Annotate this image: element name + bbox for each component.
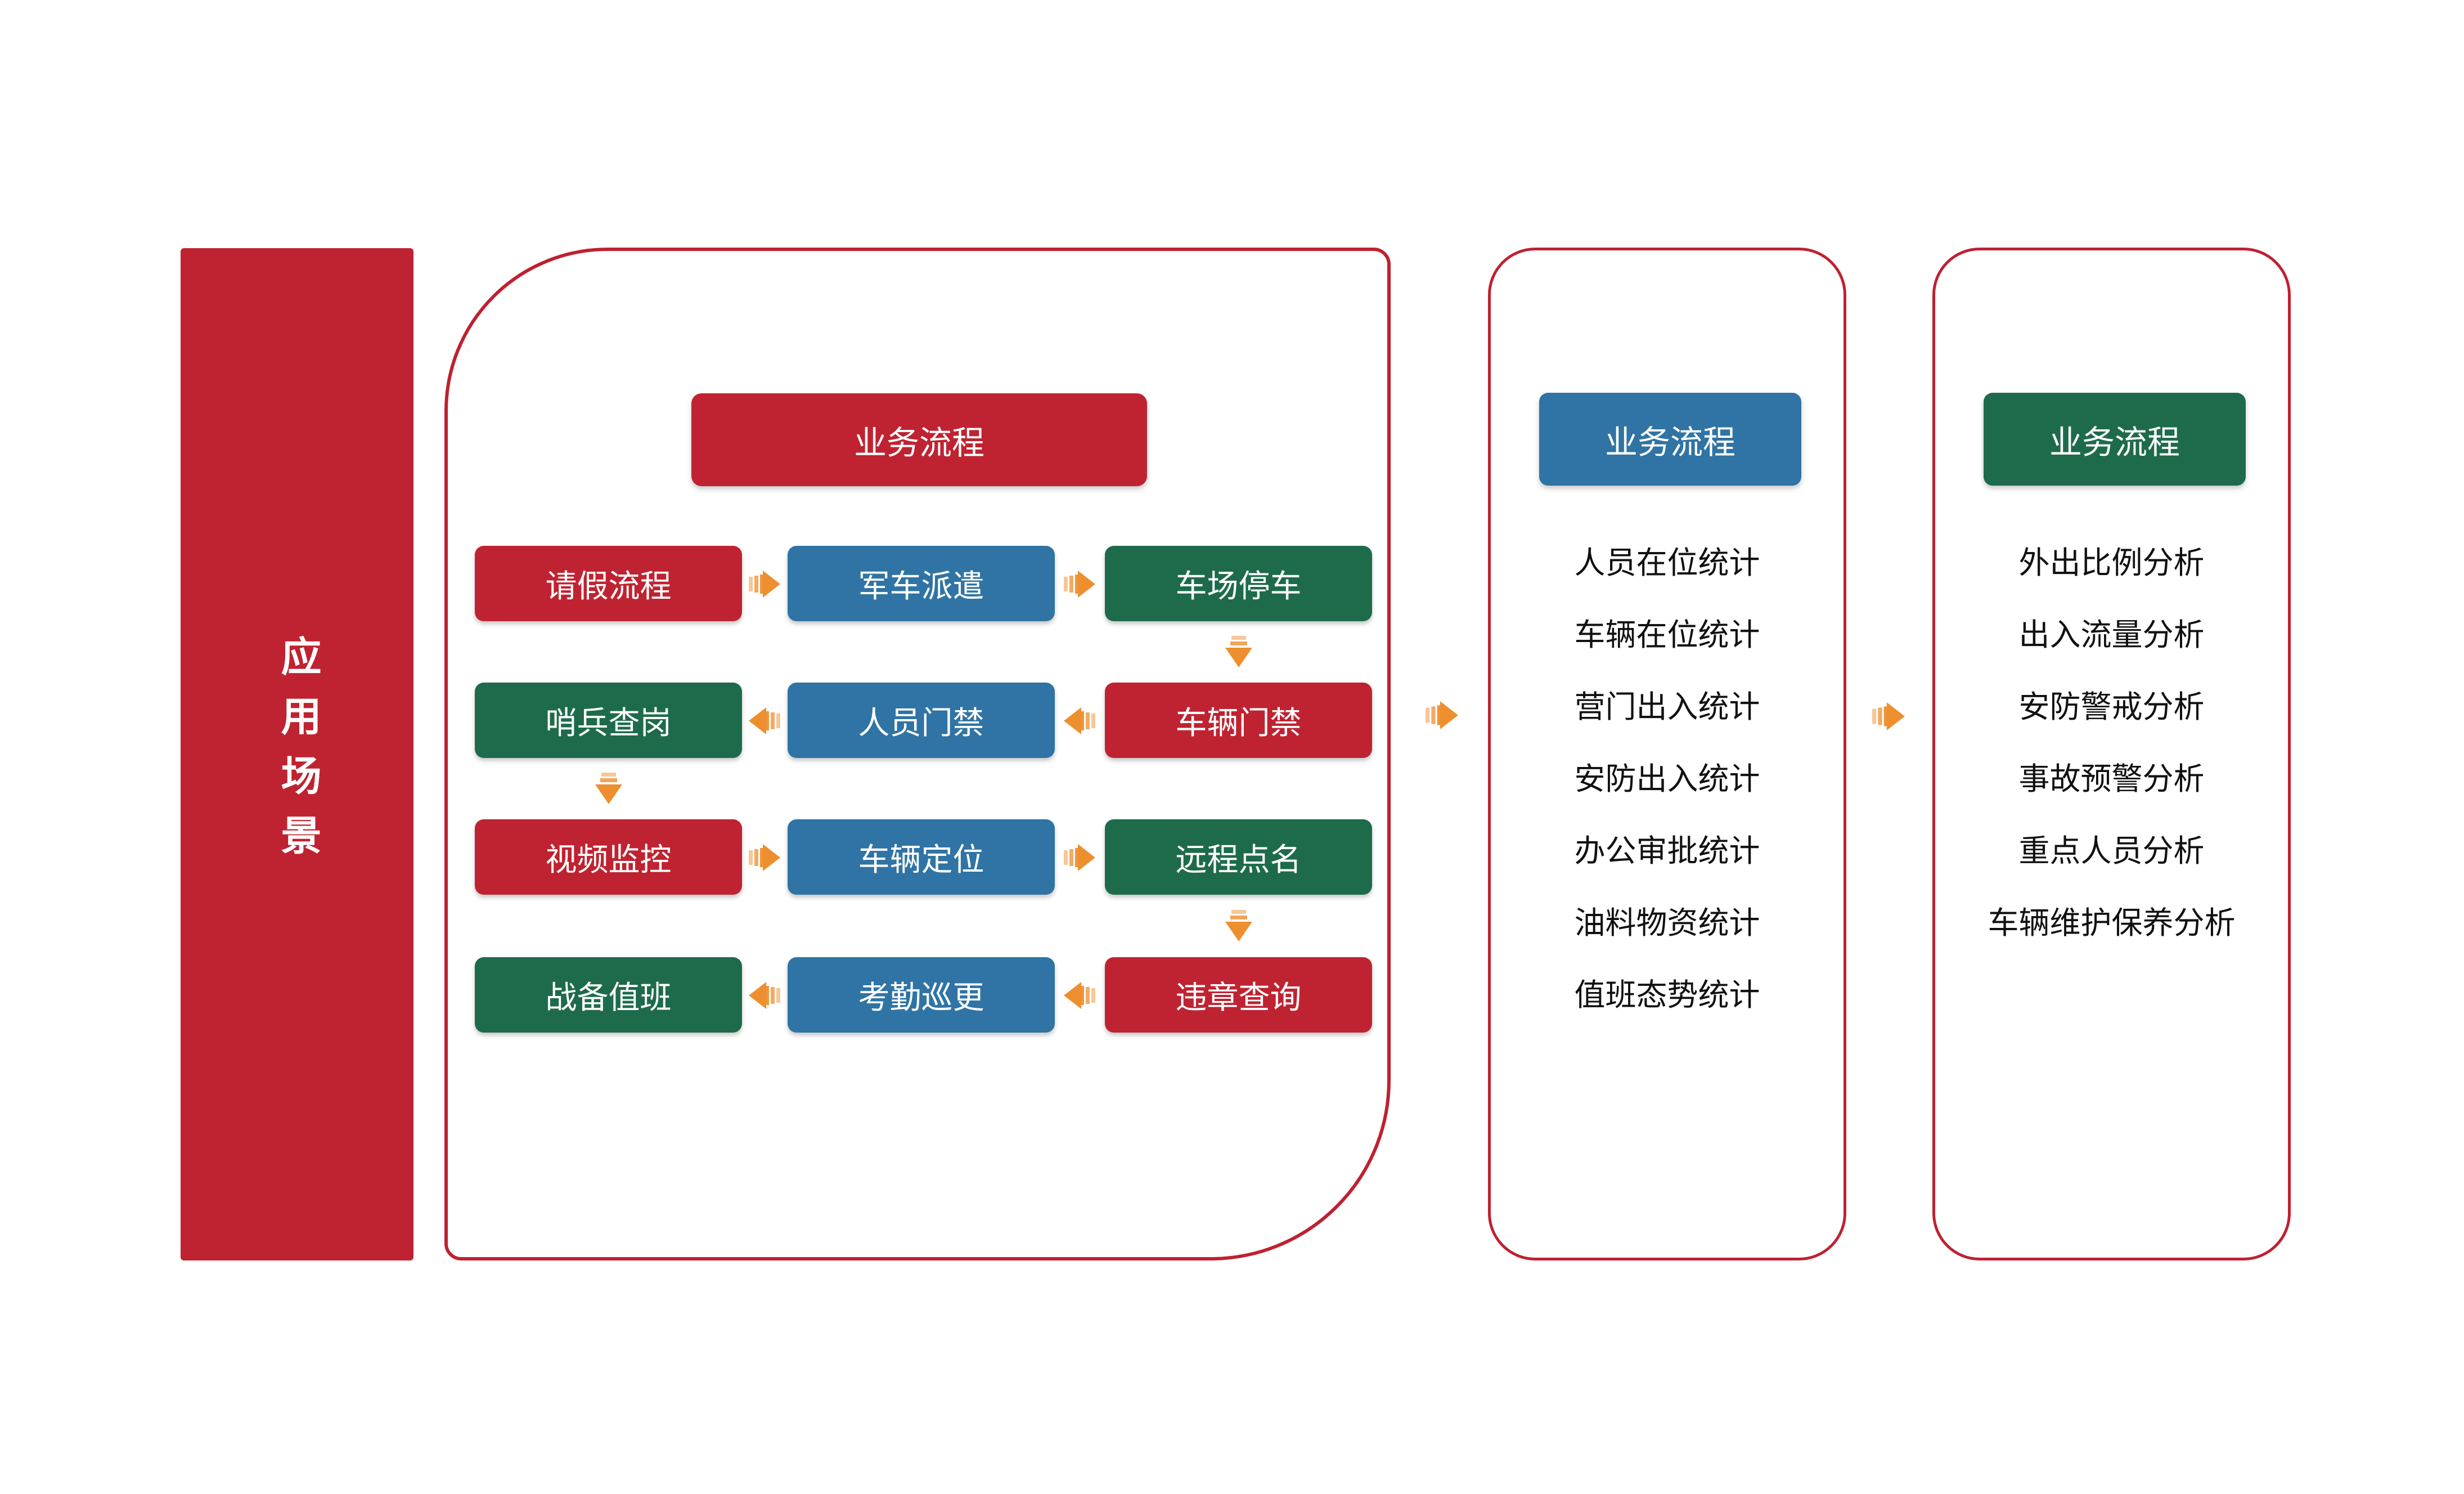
arrow-right-icon — [749, 571, 780, 598]
stats-panel-header: 业务流程 — [1539, 393, 1801, 486]
stats-list-item: 安防出入统计 — [1574, 761, 1760, 796]
arrow-left-icon — [1064, 982, 1095, 1009]
stats-list: 人员在位统计 车辆在位统计 营门出入统计 安防出入统计 办公审批统计 油料物资统… — [1491, 524, 1843, 1028]
stats-list-item: 值班态势统计 — [1574, 977, 1760, 1012]
flow-box-violation-query: 违章查询 — [1105, 957, 1372, 1033]
panel-connector-arrow-icon — [1426, 701, 1458, 729]
flow-box-sentry-check: 哨兵查岗 — [475, 683, 742, 758]
analysis-list-item: 安防警戒分析 — [2018, 689, 2205, 724]
stats-list-item: 人员在位统计 — [1574, 545, 1760, 580]
arrow-down-icon — [1225, 636, 1252, 667]
arrow-down-icon — [595, 773, 622, 804]
arrow-right-icon — [1064, 571, 1095, 598]
arrow-left-icon — [749, 707, 780, 734]
flow-box-combat-duty: 战备值班 — [475, 957, 742, 1033]
arrow-right-icon — [749, 844, 780, 871]
arrow-left-icon — [749, 982, 780, 1009]
analysis-list-item: 出入流量分析 — [2018, 617, 2205, 652]
stats-list-item: 办公审批统计 — [1574, 833, 1760, 868]
analysis-panel-header: 业务流程 — [1984, 393, 2246, 486]
stats-list-item: 油料物资统计 — [1574, 905, 1760, 940]
statistics-panel: 业务流程 人员在位统计 车辆在位统计 营门出入统计 安防出入统计 办公审批统计 … — [1488, 248, 1846, 1260]
panel-connector-arrow-icon — [1872, 702, 1905, 730]
flow-panel-header: 业务流程 — [691, 393, 1147, 486]
sidebar-label: 应用场景 — [275, 635, 320, 874]
flow-box-vehicle-dispatch: 军车派遣 — [788, 546, 1055, 621]
arrow-right-icon — [1064, 844, 1095, 871]
analysis-panel: 业务流程 外出比例分析 出入流量分析 安防警戒分析 事故预警分析 重点人员分析 … — [1932, 248, 2291, 1260]
flow-box-parking: 车场停车 — [1105, 546, 1372, 621]
sidebar-application-scenarios: 应用场景 — [181, 248, 413, 1260]
analysis-list-item: 重点人员分析 — [2018, 833, 2205, 868]
analysis-list-item: 车辆维护保养分析 — [1988, 905, 2236, 940]
analysis-list-item: 事故预警分析 — [2018, 761, 2205, 796]
stats-list-item: 营门出入统计 — [1574, 689, 1760, 724]
flow-box-leave-process: 请假流程 — [475, 546, 742, 621]
arrow-down-icon — [1225, 910, 1252, 941]
flow-box-video-surveillance: 视频监控 — [475, 819, 742, 895]
flow-box-remote-roll-call: 远程点名 — [1105, 819, 1372, 895]
arrow-left-icon — [1064, 707, 1095, 734]
analysis-list-item: 外出比例分析 — [2018, 545, 2205, 580]
stats-list-item: 车辆在位统计 — [1574, 617, 1760, 652]
business-process-flow-panel: 业务流程 请假流程 军车派遣 车场停车 哨兵查岗 人员门禁 车辆门禁 视频监控 … — [444, 248, 1391, 1260]
analysis-list: 外出比例分析 出入流量分析 安防警戒分析 事故预警分析 重点人员分析 车辆维护保… — [1935, 524, 2288, 956]
flow-box-vehicle-positioning: 车辆定位 — [788, 819, 1055, 895]
flow-box-vehicle-access: 车辆门禁 — [1105, 683, 1372, 758]
flow-box-attendance-patrol: 考勤巡更 — [788, 957, 1055, 1033]
flow-box-personnel-access: 人员门禁 — [788, 683, 1055, 758]
